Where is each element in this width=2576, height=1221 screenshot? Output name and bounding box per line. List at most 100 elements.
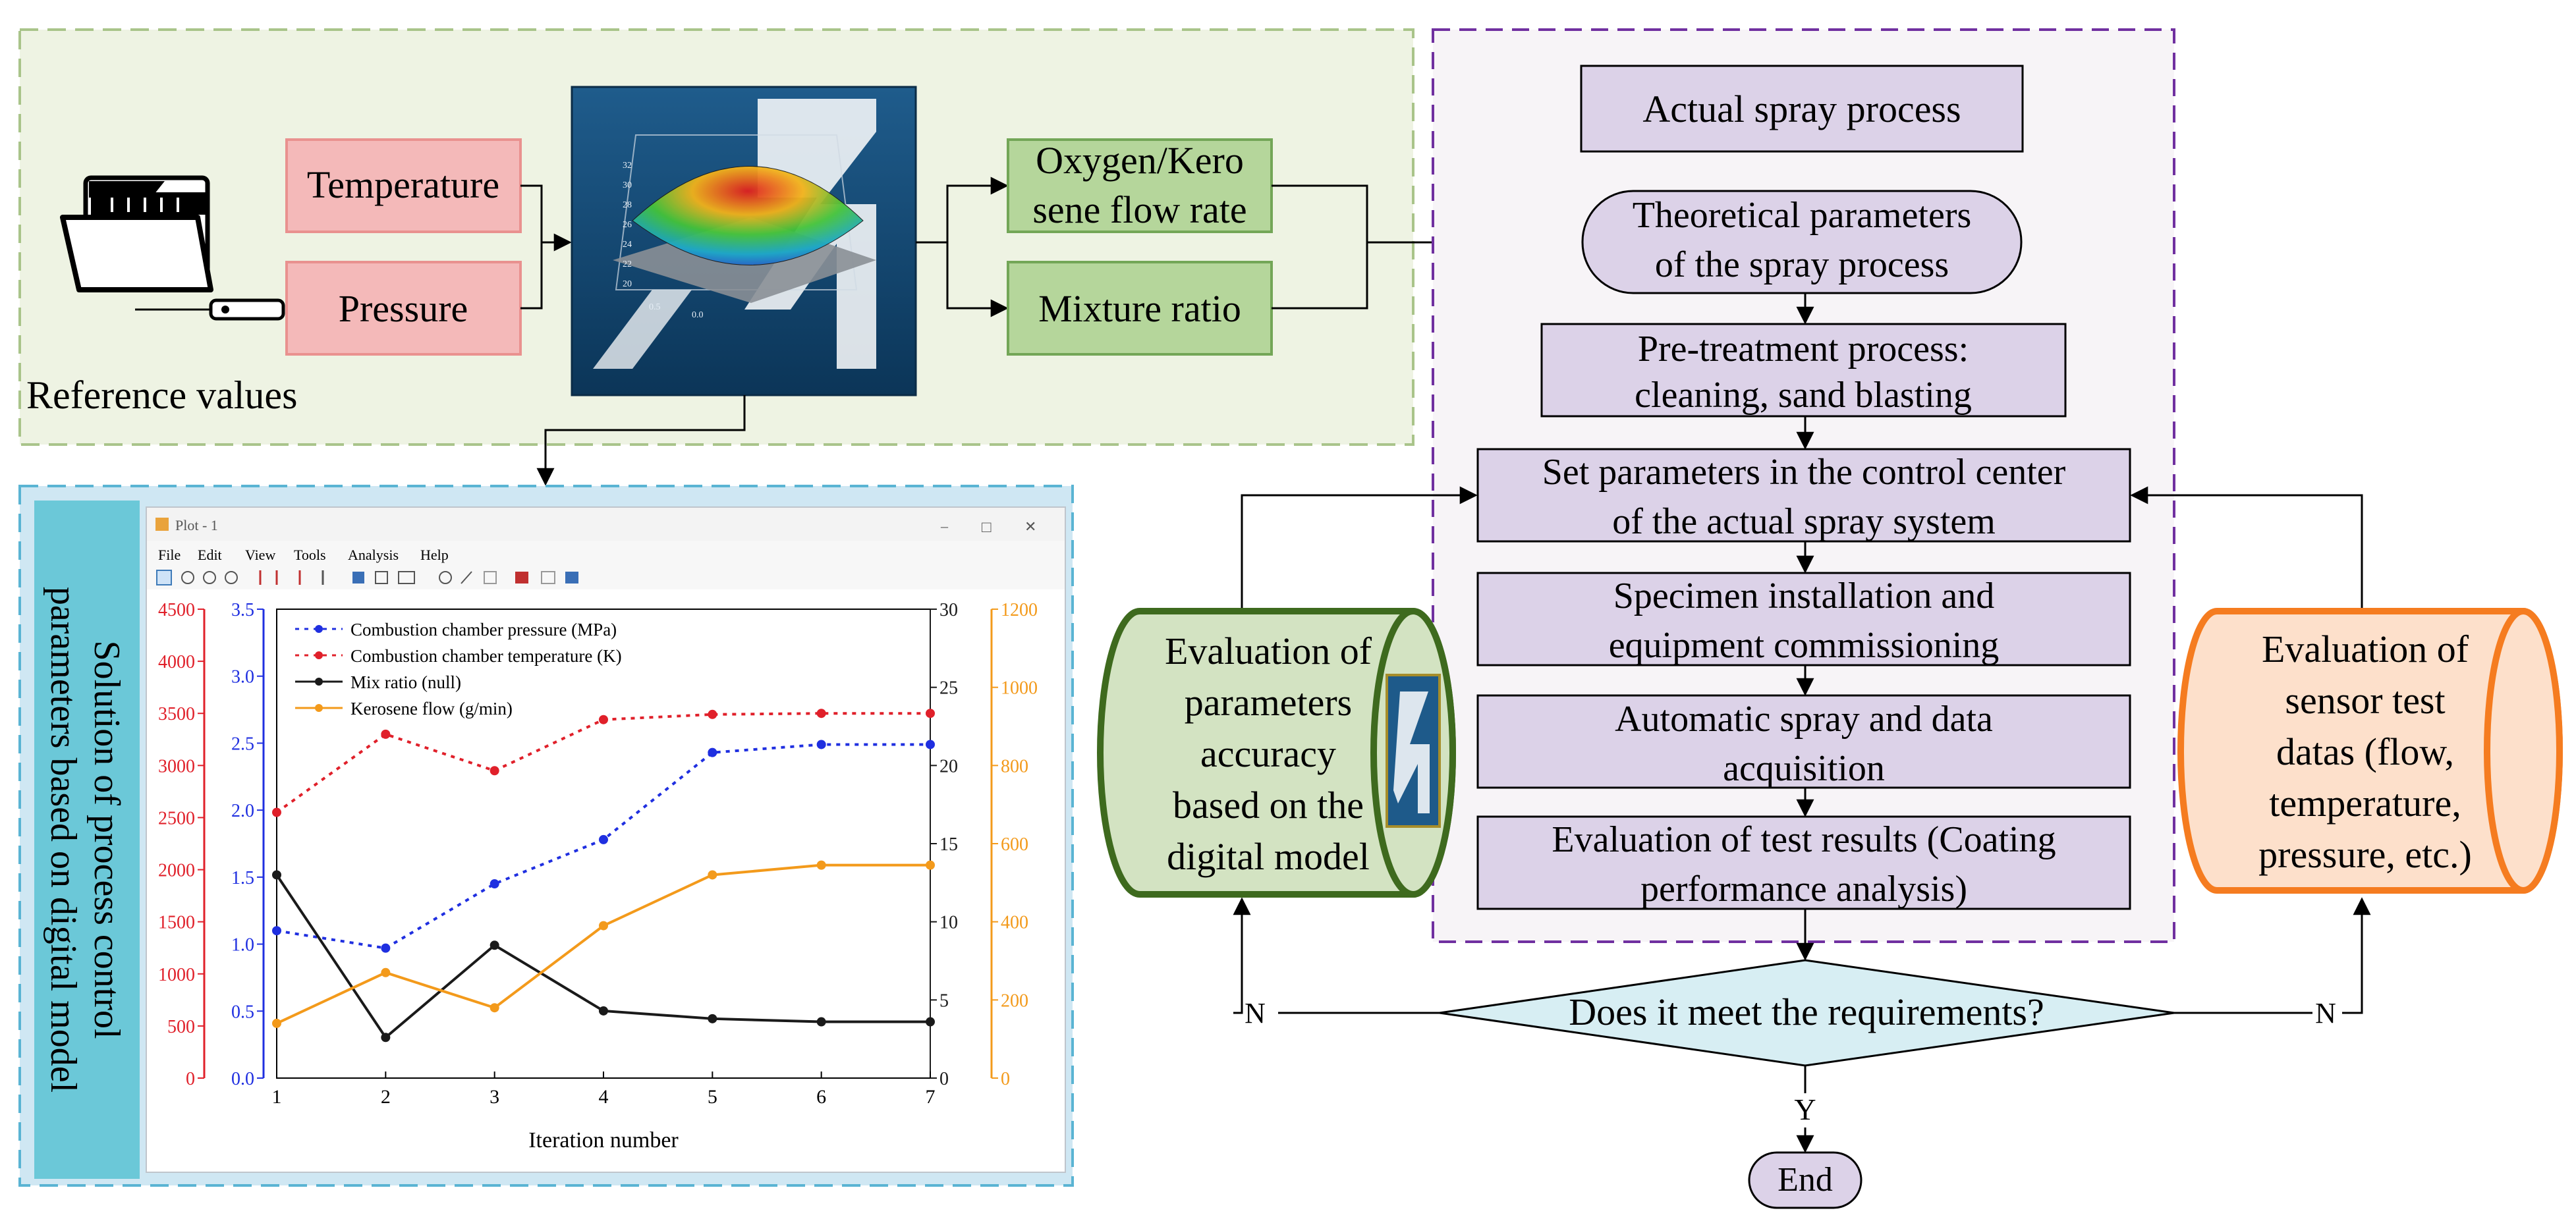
temperature-tick-label: 3500	[158, 704, 195, 724]
temperature-tick-label: 2500	[158, 808, 195, 828]
series-0-point	[272, 926, 281, 936]
series-3-point	[599, 921, 608, 931]
legend-label-0: Combustion chamber pressure (MPa)	[350, 620, 617, 639]
svg-text:28: 28	[623, 200, 632, 210]
flow-rate-label-line2: sene flow rate	[1032, 188, 1246, 231]
legend: Combustion chamber pressure (MPa)Combust…	[295, 620, 622, 719]
eval-right-line3: datas (flow,	[2276, 730, 2454, 773]
series-0-point	[708, 747, 717, 757]
right-eval-feedback	[2130, 486, 2363, 609]
left-eval-feedback	[1241, 486, 1478, 609]
menu-view[interactable]: View	[245, 547, 275, 563]
grid-options-icon[interactable]	[398, 571, 415, 584]
specimen-box	[1476, 572, 2131, 666]
pressure-tick-label: 3.0	[231, 667, 254, 688]
theoretical-params-box	[1581, 190, 2023, 294]
solution-panel: Solution of process control parameters b…	[18, 485, 1074, 1187]
menu-file[interactable]: File	[158, 547, 181, 563]
svg-text:32: 32	[623, 161, 632, 171]
eval-right-line4: temperature,	[2269, 782, 2461, 825]
set-params-label-line1: Set parameters in the control center	[1542, 452, 2066, 493]
pressure-connector	[520, 242, 543, 310]
flow-rate-merge-connector	[1272, 184, 1368, 310]
layer-icon[interactable]	[375, 571, 388, 584]
legend-label-3: Kerosene flow (g/min)	[350, 699, 513, 719]
menu-help[interactable]: Help	[420, 547, 449, 563]
svg-text:26: 26	[623, 220, 632, 230]
sensor-probe-icon	[135, 298, 285, 321]
end-terminal	[1748, 1151, 1862, 1209]
kerosene-tick-label: 0	[1001, 1069, 1010, 1089]
menu-tools[interactable]: Tools	[294, 547, 326, 563]
window-close-button[interactable]: ✕	[1024, 518, 1036, 535]
image-icon[interactable]	[541, 571, 555, 584]
x-axis-label: Iteration number	[528, 1128, 679, 1153]
plot-window: Plot - 1 – □ ✕ File Edit View Tools Anal…	[146, 506, 1066, 1173]
series-0-point	[381, 943, 391, 953]
region-icon[interactable]	[484, 571, 497, 584]
legend-label-2: Mix ratio (null)	[350, 672, 461, 692]
x-tick-label: 7	[926, 1086, 936, 1108]
specimen-label-line2: equipment commissioning	[1609, 625, 2000, 666]
menu-edit[interactable]: Edit	[198, 547, 222, 563]
bar-chart-icon[interactable]	[515, 572, 528, 583]
series-1-point	[272, 807, 281, 817]
zoom-in-icon[interactable]	[181, 571, 194, 584]
mixture-ratio-box	[1007, 261, 1273, 356]
eval-right-line2: sensor test	[2285, 679, 2445, 722]
mix-tick-label: 10	[939, 913, 958, 933]
actual-spray-box	[1580, 65, 2024, 153]
set-params-box	[1476, 448, 2131, 543]
pressure-label: Pressure	[339, 287, 468, 330]
plot-window-titlebar	[147, 508, 1065, 541]
series-0-point	[926, 740, 935, 749]
legend-marker-0	[315, 625, 323, 633]
eval-right-line5: pressure, etc.)	[2258, 833, 2472, 876]
flow-rate-box	[1007, 138, 1273, 233]
eval-left-line1: Evaluation of	[1165, 630, 1372, 672]
pointer-tool-icon[interactable]	[156, 570, 172, 585]
eval-left-line4: based on the	[1173, 784, 1364, 827]
series-3-point	[926, 860, 935, 870]
automatic-label-line1: Automatic spray and data	[1615, 699, 1993, 740]
eval-digital-model-cylinder: Evaluation of parameters accuracy based …	[1097, 608, 1456, 898]
window-maximize-button[interactable]: □	[982, 519, 992, 536]
svg-text:0.5: 0.5	[649, 302, 661, 312]
menu-analysis[interactable]: Analysis	[348, 547, 399, 563]
legend-marker-2	[315, 678, 323, 686]
mix-tick-label: 15	[939, 834, 958, 855]
temperature-tick-label: 4000	[158, 652, 195, 672]
end-label: End	[1778, 1161, 1833, 1199]
mix-tick-label: 20	[939, 756, 958, 776]
series-2-point	[272, 870, 281, 880]
legend-marker-1	[315, 651, 323, 659]
solution-sidebar-line2: parameters based on digital model	[43, 587, 84, 1093]
pretreatment-label-line1: Pre-treatment process:	[1638, 329, 1969, 369]
temperature-tick-label: 1500	[158, 913, 195, 933]
series-1-point	[599, 715, 608, 724]
pressure-box	[285, 261, 522, 356]
zoom-fit-icon[interactable]	[225, 571, 238, 584]
refresh-icon[interactable]	[439, 571, 452, 584]
plot-toolbar	[147, 566, 1065, 589]
draw-line-icon[interactable]	[461, 571, 472, 584]
automatic-spray-box	[1476, 694, 2131, 789]
series-2-point	[381, 1033, 391, 1043]
series-3-point	[490, 1003, 499, 1013]
window-minimize-button[interactable]: –	[940, 518, 949, 534]
series-2-point	[708, 1014, 717, 1023]
reference-panel: Temperature Pressure Reference values 32…	[18, 28, 1583, 486]
zoom-out-icon[interactable]	[203, 571, 216, 584]
folder-icon	[60, 175, 213, 292]
eval-left-line2: parameters	[1185, 681, 1352, 724]
mask-icon[interactable]	[352, 572, 364, 583]
pressure-tick-label: 0.5	[231, 1002, 254, 1022]
pretreatment-label-line2: cleaning, sand blasting	[1635, 375, 1972, 416]
series-0-point	[599, 834, 608, 844]
pressure-tick-label: 3.5	[231, 600, 254, 620]
export-icon[interactable]	[565, 572, 578, 583]
automatic-label-line2: acquisition	[1723, 748, 1885, 789]
model-to-solution-connector	[536, 395, 746, 486]
